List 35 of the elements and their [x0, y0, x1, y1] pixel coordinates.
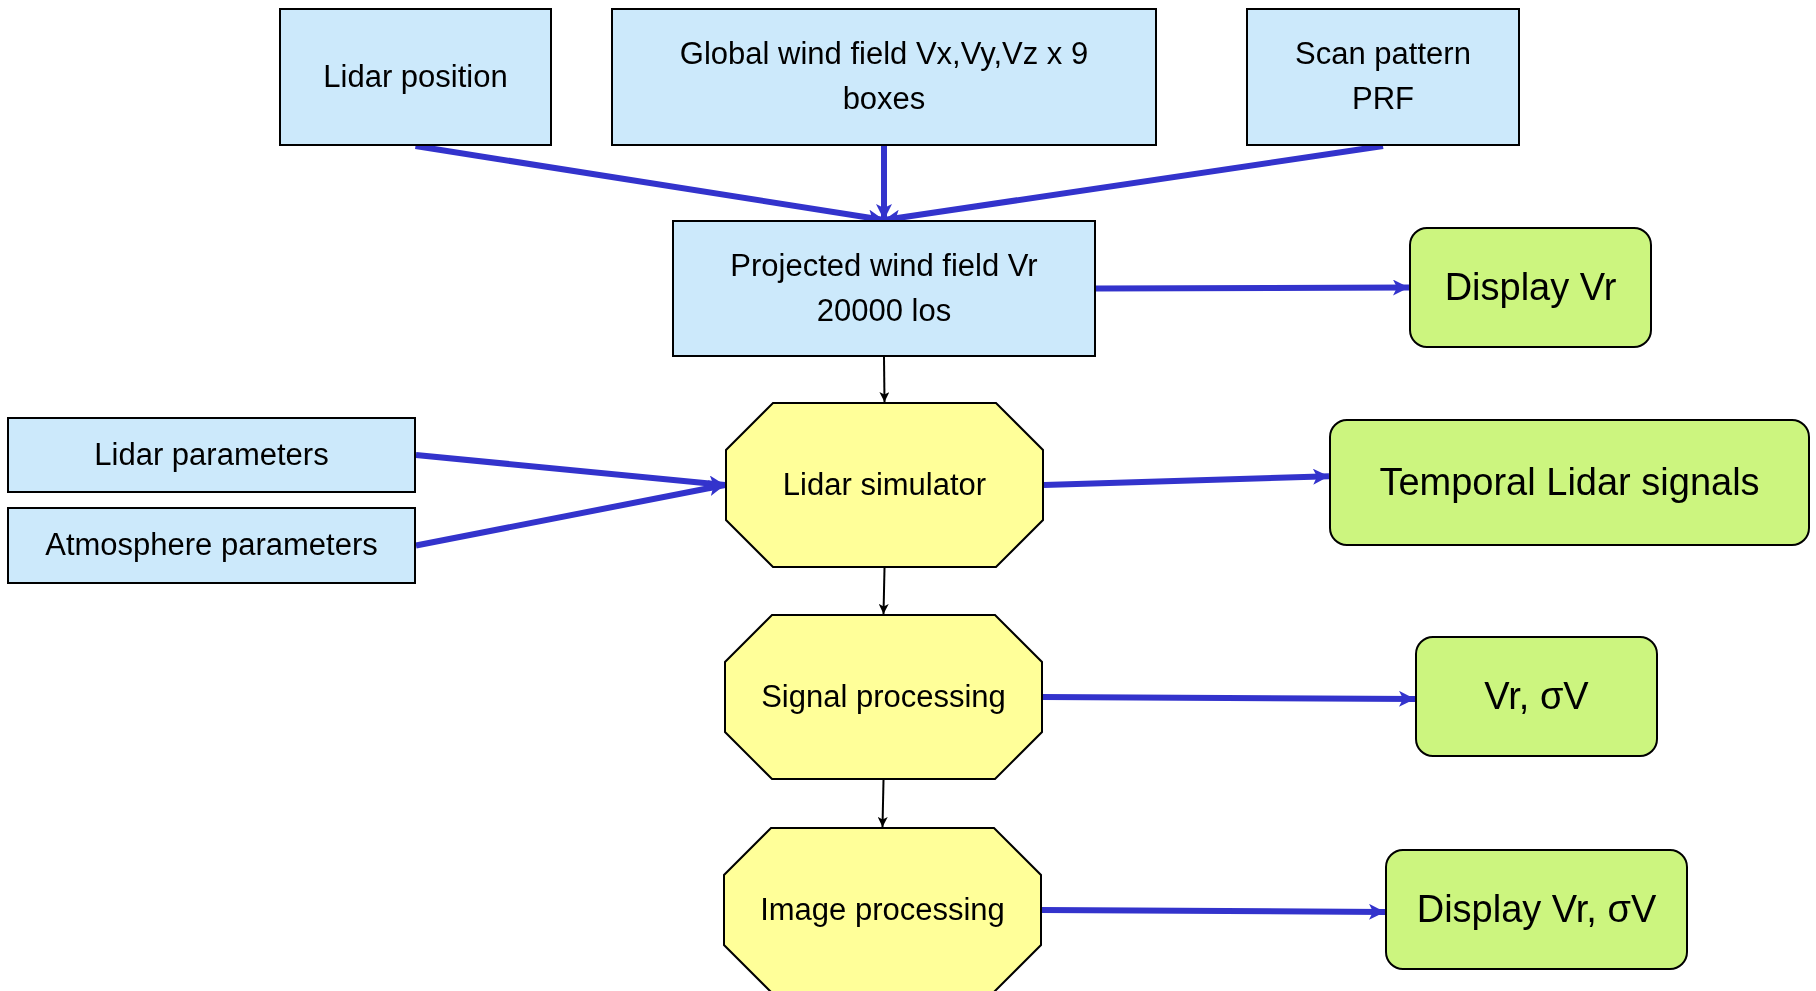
process-octagon — [723, 827, 1042, 991]
arrow — [1043, 690, 1415, 707]
node-label: Display Vr — [1443, 266, 1618, 309]
process-box — [611, 8, 1157, 146]
process-box — [279, 8, 552, 146]
arrow — [879, 356, 890, 403]
arrow — [878, 567, 889, 615]
arrow — [1096, 279, 1409, 296]
output-box — [1415, 636, 1658, 757]
output-box — [1385, 849, 1688, 970]
node-label: Atmosphere parameters — [44, 526, 379, 565]
process-box — [1246, 8, 1520, 146]
process-box — [7, 417, 416, 493]
node-label: Lidar position — [322, 57, 509, 96]
arrow — [1042, 903, 1385, 920]
node-label: Scan pattern PRF — [1294, 35, 1472, 118]
output-box — [1329, 419, 1810, 546]
arrow — [877, 779, 888, 828]
arrow — [876, 146, 892, 220]
node-label: Global wind field Vx,Vy,Vz x 9 boxes — [678, 35, 1090, 118]
process-box — [7, 507, 416, 584]
output-box — [1409, 227, 1652, 348]
node-label: Display Vr, σV — [1415, 888, 1658, 931]
process-box — [672, 220, 1096, 357]
process-octagon — [724, 614, 1043, 780]
process-octagon — [725, 402, 1044, 568]
node-label: Vr, σV — [1483, 675, 1590, 718]
arrow — [415, 480, 726, 549]
node-label: Projected wind field Vr 20000 los — [729, 246, 1039, 330]
node-label: Image processing — [759, 892, 1006, 928]
node-label: Temporal Lidar signals — [1378, 461, 1761, 504]
node-label: Lidar simulator — [781, 467, 988, 503]
node-label: Signal processing — [760, 679, 1007, 715]
node-label: Lidar parameters — [93, 435, 330, 474]
arrow — [1043, 468, 1330, 488]
